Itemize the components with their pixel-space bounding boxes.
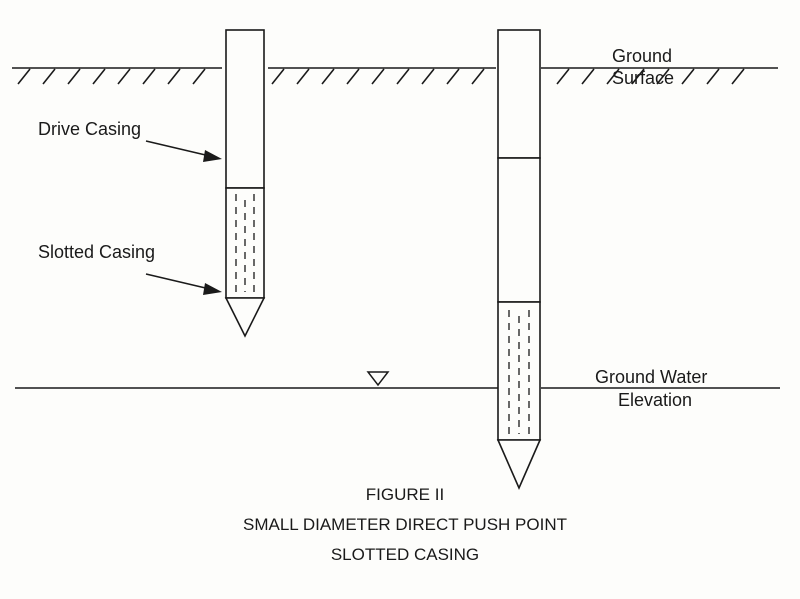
inverted-triangle-icon <box>366 371 390 387</box>
drive-casing-arrow <box>145 140 222 162</box>
left-drive-casing <box>225 29 265 189</box>
ground-water-label-line1: Ground Water <box>595 367 707 387</box>
right-slots <box>508 310 530 434</box>
right-casing <box>496 29 542 490</box>
left-drive-point <box>224 297 266 338</box>
ground-surface <box>12 67 778 85</box>
slotted-casing-label: Slotted Casing <box>38 242 155 262</box>
drive-casing-label: Drive Casing <box>38 119 141 139</box>
ground-surface-label-line1: Ground <box>612 46 672 66</box>
ground-water-label-line2: Elevation <box>618 390 692 410</box>
right-drive-casing-lower <box>497 157 541 303</box>
figure-title: SMALL DIAMETER DIRECT PUSH POINT <box>243 515 567 534</box>
figure-number: FIGURE II <box>366 485 444 504</box>
left-casing <box>224 29 266 338</box>
right-drive-casing <box>497 29 541 159</box>
ground-hatching <box>17 68 745 85</box>
figure-subtitle: SLOTTED CASING <box>331 545 479 564</box>
left-slots <box>235 194 255 292</box>
right-drive-point <box>496 439 542 490</box>
slotted-casing-arrow <box>145 273 222 295</box>
ground-surface-label-line2: Surface <box>612 68 674 88</box>
